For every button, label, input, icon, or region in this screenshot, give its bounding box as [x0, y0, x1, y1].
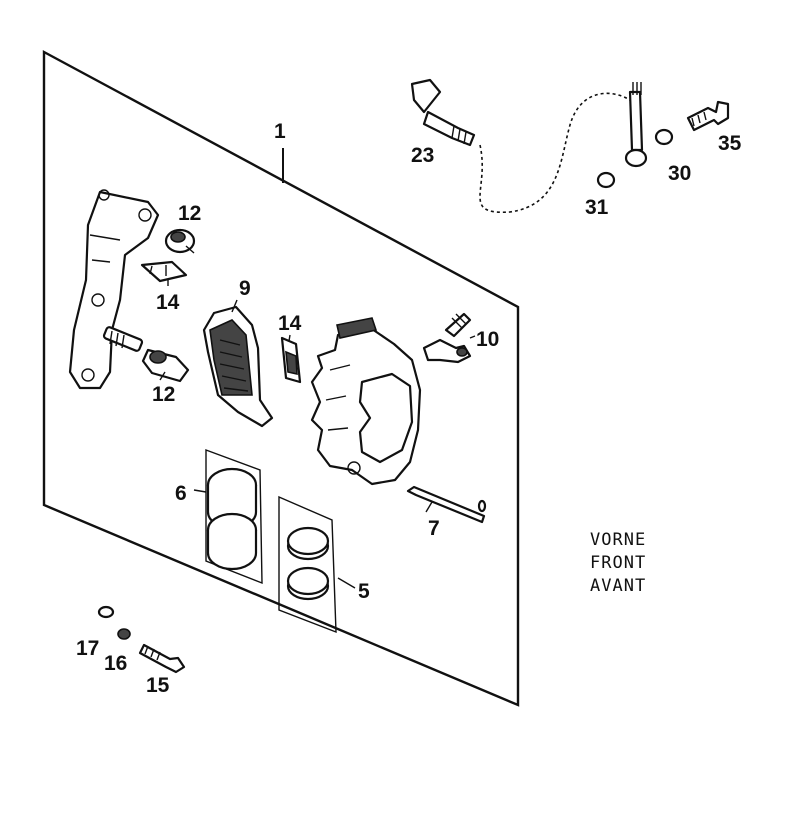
bleeder-valve — [444, 312, 472, 338]
callout-1: 1 — [274, 120, 286, 143]
leader-5 — [337, 577, 356, 589]
pad-spring-upper — [140, 260, 188, 283]
leader-14b — [288, 334, 291, 342]
callout-12-lower: 12 — [152, 383, 175, 406]
kit-panel — [42, 49, 520, 707]
leader-12a — [185, 245, 195, 254]
slide-pin — [406, 485, 487, 524]
callout-12-upper: 12 — [178, 202, 201, 225]
pad-spring-lower — [280, 336, 302, 384]
caliper-carrier-bracket — [68, 189, 160, 390]
leader-9 — [231, 299, 238, 313]
callout-5: 5 — [358, 580, 370, 603]
bolt-15 — [138, 643, 186, 674]
piston-set — [205, 448, 263, 585]
callout-14-upper: 14 — [156, 291, 180, 314]
banjo-fitting — [422, 338, 472, 364]
washer-31 — [596, 171, 616, 189]
guide-pin — [102, 326, 144, 352]
washer-30 — [654, 128, 674, 146]
callout-9: 9 — [239, 277, 251, 300]
callout-14-lower: 14 — [278, 312, 302, 335]
callout-30: 30 — [668, 162, 691, 185]
callout-23: 23 — [411, 144, 434, 167]
washer-17 — [97, 605, 115, 619]
callout-35: 35 — [718, 132, 742, 155]
brake-pads — [202, 305, 274, 428]
leader-6 — [193, 489, 207, 493]
brake-hose — [410, 78, 648, 213]
callout-10: 10 — [476, 328, 499, 351]
bushing-lower — [141, 348, 190, 383]
leader-10 — [469, 335, 476, 339]
banjo-bolt-35 — [686, 100, 730, 132]
direction-caption-de: VORNE — [590, 530, 646, 550]
caliper-body — [310, 317, 422, 486]
callout-16: 16 — [104, 652, 127, 675]
callout-6: 6 — [175, 482, 187, 505]
callout-7: 7 — [428, 517, 440, 540]
callout-17: 17 — [76, 637, 99, 660]
callout-31: 31 — [585, 196, 609, 219]
leader-12b — [159, 371, 166, 381]
lock-washer-16 — [117, 628, 131, 640]
callout-15: 15 — [146, 674, 170, 697]
leader-7 — [425, 501, 433, 513]
piston-seal-set — [278, 495, 337, 634]
direction-caption-en: FRONT — [590, 553, 646, 573]
direction-caption-fr: AVANT — [590, 576, 646, 596]
